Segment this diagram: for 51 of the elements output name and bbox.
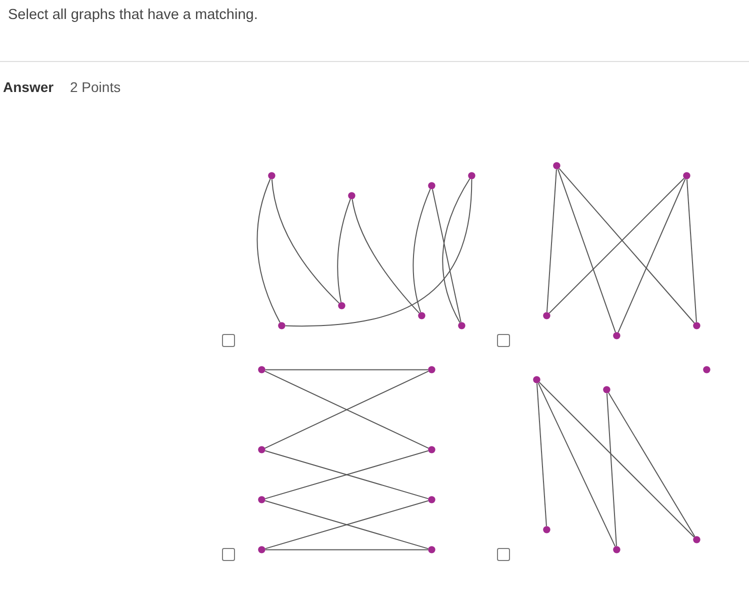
graph-vertex: [428, 446, 436, 454]
graph-edge: [536, 382, 547, 527]
graph-edge: [412, 188, 431, 313]
graph-vertex: [258, 496, 266, 504]
graph-edge: [558, 168, 695, 324]
graph-vertex: [258, 446, 266, 454]
graph-vertex: [458, 322, 466, 330]
graph-edge: [557, 168, 616, 333]
graph-edge: [538, 382, 616, 547]
graph-vertex: [533, 376, 540, 384]
graph-vertex: [613, 546, 620, 554]
graph-vertex: [468, 172, 476, 180]
graph-vertex: [693, 536, 700, 544]
graph-vertex: [278, 322, 286, 330]
graph-vertex: [428, 182, 436, 190]
graph-vertex: [543, 312, 550, 320]
graph-vertex: [258, 546, 266, 554]
graph-vertex: [693, 322, 700, 330]
graph-edge: [546, 168, 557, 313]
graph-vertex: [428, 546, 436, 554]
graph-edge: [548, 178, 685, 314]
graph-edge: [442, 178, 470, 324]
graph-edge: [271, 178, 340, 304]
graph-edge: [337, 198, 351, 303]
graph-vertex: [703, 366, 710, 374]
graph-vertex: [553, 162, 560, 170]
graph-vertex: [348, 192, 356, 200]
graph-vertex: [268, 172, 276, 180]
graph-vertex: [613, 332, 620, 340]
graph-edge: [284, 178, 472, 326]
graph-edge: [538, 382, 695, 538]
graph-edge: [256, 178, 280, 324]
points-label: 2 Points: [70, 78, 121, 96]
graph-vertex: [603, 386, 610, 394]
graph-edge: [618, 178, 686, 333]
graph-vertex: [258, 366, 266, 374]
graph-edge: [352, 198, 420, 314]
graph-vertex: [683, 172, 690, 180]
question-text: Select all graphs that have a matching.: [8, 6, 258, 24]
graph-edge: [606, 392, 617, 547]
graph-edge: [264, 369, 429, 370]
graph-vertex: [428, 366, 436, 374]
graph-edge: [686, 178, 697, 323]
graph-vertex: [543, 526, 550, 534]
graph-vertex: [418, 312, 426, 320]
graph-vertex: [338, 302, 346, 310]
graph-edge: [432, 188, 462, 323]
answer-label: Answer: [3, 78, 54, 96]
graph-vertex: [428, 496, 436, 504]
graph-edge: [264, 549, 429, 550]
graph-edge: [608, 392, 696, 538]
